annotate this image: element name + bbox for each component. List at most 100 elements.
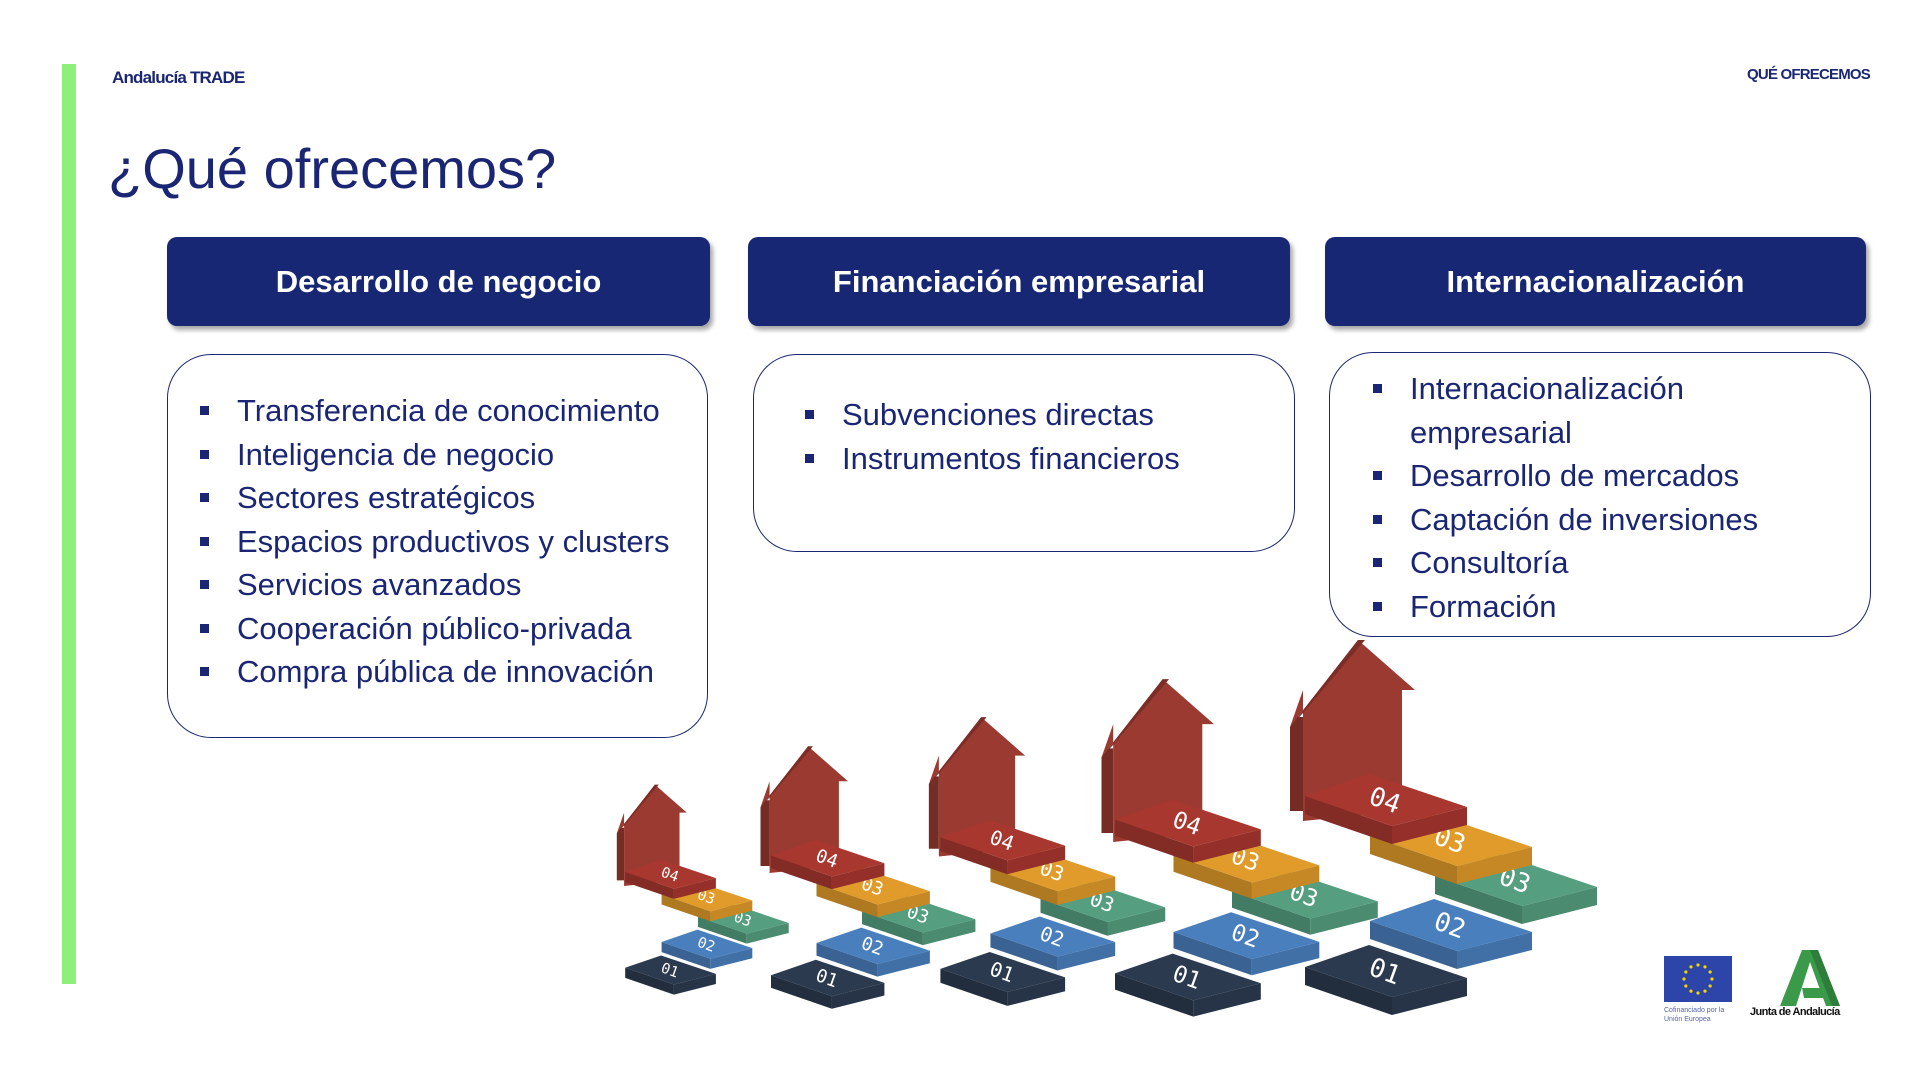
list-item: Captación de inversiones xyxy=(1366,498,1870,542)
step-04-side xyxy=(771,855,832,890)
step-04-side xyxy=(1392,807,1467,844)
page-title: ¿Qué ofrecemos? xyxy=(108,137,557,200)
step-03-green-side xyxy=(922,919,976,946)
step-04-side xyxy=(1007,845,1066,875)
step-03-yellow-side xyxy=(1370,836,1457,884)
step-02-side xyxy=(990,933,1058,971)
up-arrow-icon xyxy=(616,784,687,886)
step-04-side xyxy=(673,878,716,899)
step-04-side xyxy=(1115,819,1194,863)
arrow-side xyxy=(616,827,625,881)
list-item: Subvenciones directas xyxy=(798,393,1294,437)
list-item: Transferencia de conocimiento xyxy=(193,389,707,433)
step-01-side xyxy=(771,975,832,1009)
step-04 xyxy=(625,859,716,889)
step-02-side xyxy=(1173,932,1252,976)
step-02-side xyxy=(1457,932,1532,969)
step-04-side xyxy=(940,837,1008,875)
arrow-side xyxy=(760,800,770,866)
list-box-desarrollo: Transferencia de conocimiento Inteligenc… xyxy=(167,354,708,738)
column-heading-internacionalizacion: Internacionalización xyxy=(1325,237,1866,326)
list-item: Sectores estratégicos xyxy=(193,476,707,520)
step-label: 01 xyxy=(659,960,681,982)
list-item: Formación xyxy=(1366,585,1870,629)
column-heading-desarrollo: Desarrollo de negocio xyxy=(167,237,710,326)
list-box-internacionalizacion: Internacionalización empresarial Desarro… xyxy=(1329,352,1871,637)
column-heading-financiacion: Financiación empresarial xyxy=(748,237,1290,326)
step-03-green-side xyxy=(1435,876,1522,924)
step-04-side xyxy=(625,872,674,899)
step-04 xyxy=(771,840,885,877)
step-02 xyxy=(990,916,1116,957)
list-item: Servicios avanzados xyxy=(193,563,707,607)
step-01-side xyxy=(625,967,674,995)
step-01 xyxy=(940,951,1066,993)
list-item: Desarrollo de mercados xyxy=(1366,454,1870,498)
up-arrow-icon xyxy=(928,717,1026,857)
step-04 xyxy=(1115,799,1261,847)
step-03-yellow-side xyxy=(990,868,1058,906)
step-01-side xyxy=(940,968,1008,1006)
eu-stars-icon xyxy=(1682,963,1714,995)
step-label: 02 xyxy=(695,934,717,956)
step-03-yellow-side xyxy=(1057,876,1116,906)
step-03-green-side xyxy=(1310,901,1378,935)
brand-label: Andalucía TRADE xyxy=(112,68,245,87)
list-item: Consultoría xyxy=(1366,541,1870,585)
eu-flag-logo xyxy=(1664,956,1732,1002)
arrow-head-side xyxy=(1290,640,1365,727)
step-03-yellow-side xyxy=(1173,855,1252,899)
accent-bar xyxy=(62,64,76,984)
junta-andalucia-logo xyxy=(1780,950,1840,1006)
up-arrow-icon xyxy=(1101,679,1214,842)
step-01-side xyxy=(831,982,885,1009)
arrow-side xyxy=(1101,748,1114,833)
list-item-continuation: empresarial xyxy=(1410,414,1572,450)
step-04 xyxy=(940,820,1066,861)
step-02 xyxy=(1370,899,1532,951)
step-03-yellow-side xyxy=(1457,847,1532,884)
junta-caption: Junta de Andalucía xyxy=(1750,1006,1840,1018)
list-item: Cooperación público-privada xyxy=(193,607,707,651)
step-03-yellow-side xyxy=(877,891,930,918)
step-04-side xyxy=(831,863,885,890)
step-01-side xyxy=(1392,978,1467,1015)
step-03-green-side xyxy=(1040,898,1108,936)
step-03-green-side xyxy=(1522,887,1597,924)
list-box-financiacion: Subvenciones directas Instrumentos finan… xyxy=(753,354,1295,552)
eu-caption: Cofinanciado por la Unión Europea xyxy=(1664,1007,1725,1023)
step-03-yellow-side xyxy=(816,883,878,918)
step-02-side xyxy=(816,943,878,977)
step-01 xyxy=(625,955,716,985)
step-02 xyxy=(661,929,753,959)
step-02-side xyxy=(1370,921,1457,969)
list-item: Espacios productivos y clusters xyxy=(193,520,707,564)
step-02-side xyxy=(710,948,753,969)
step-01-side xyxy=(1007,977,1066,1006)
arrow-head-side xyxy=(928,717,987,785)
step-02 xyxy=(816,927,930,964)
step-03-yellow-side xyxy=(1251,865,1320,899)
list-item: Compra pública de innovación xyxy=(193,650,707,694)
step-01 xyxy=(1305,945,1467,997)
list-item: Instrumentos financieros xyxy=(798,437,1294,481)
step-label: 04 xyxy=(659,864,682,886)
step-01-side xyxy=(673,973,716,995)
up-arrow-icon xyxy=(1290,640,1415,821)
step-02 xyxy=(1173,912,1320,959)
step-04-side xyxy=(1193,829,1261,863)
step-01-side xyxy=(1305,967,1392,1015)
up-arrow-icon xyxy=(760,746,848,873)
step-03-yellow-side xyxy=(710,900,753,922)
step-03-green-side xyxy=(1107,907,1166,936)
step-04-side xyxy=(1305,796,1392,844)
step-03-green-side xyxy=(698,916,747,944)
step-01 xyxy=(771,959,885,997)
step-01-side xyxy=(1115,973,1194,1017)
arrow-side xyxy=(1290,717,1303,811)
